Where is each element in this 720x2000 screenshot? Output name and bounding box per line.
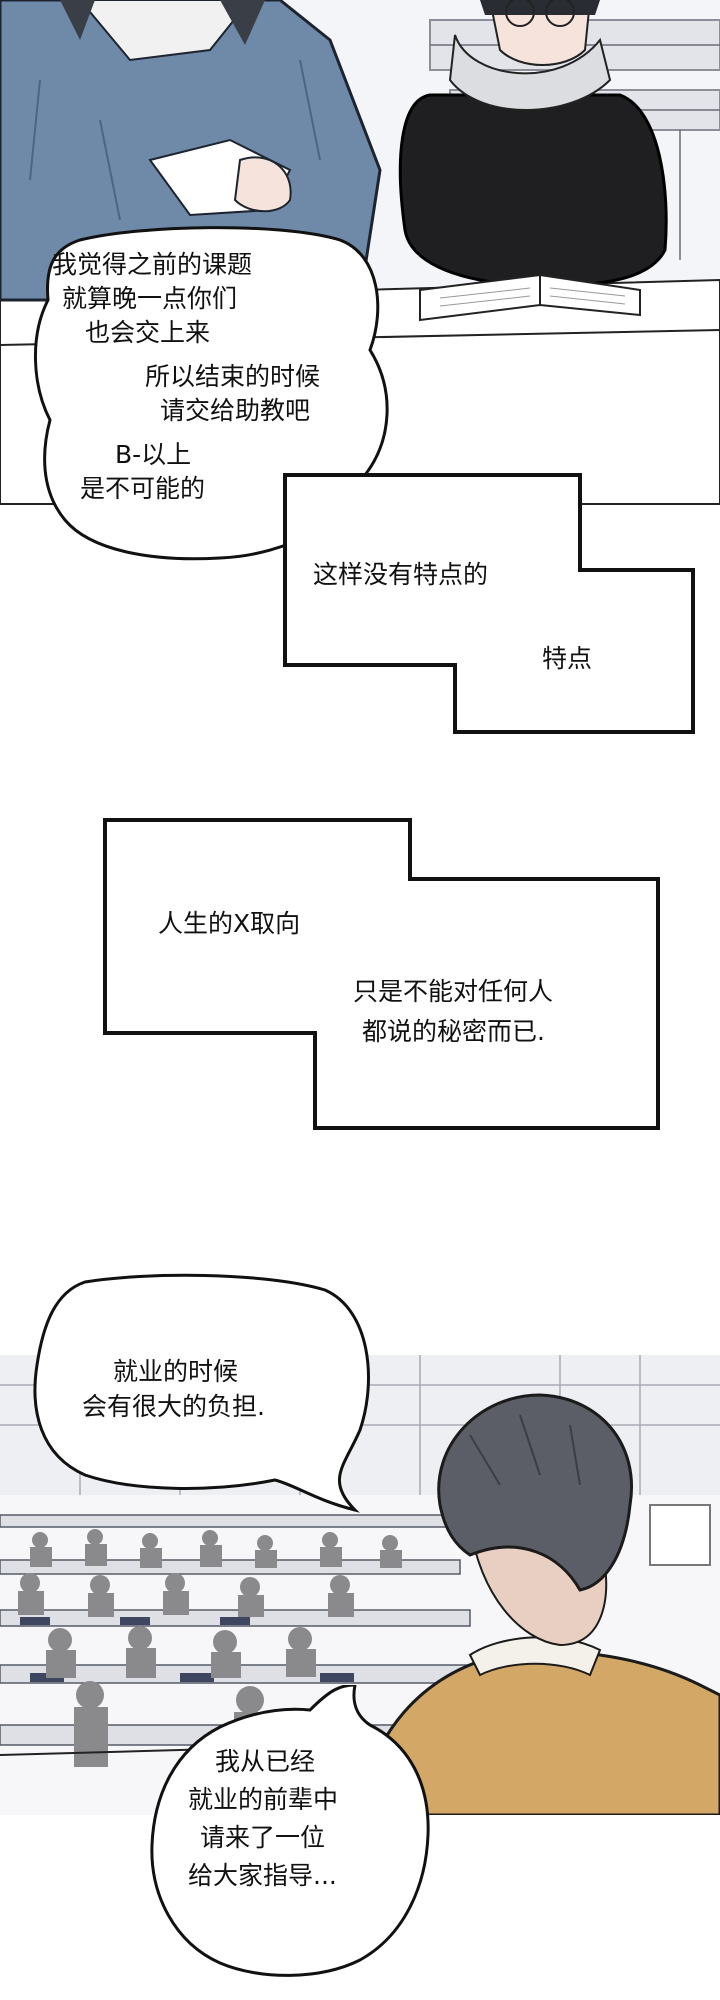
narration-box-two: 人生的X取向 只是不能对任何人 都说的秘密而已. — [100, 815, 665, 1135]
bubble-middle-line-1: 就业的时候 — [113, 1357, 239, 1386]
bubble-top-line-3: 也会交上来 — [85, 318, 211, 347]
bubble-middle-line-2: 会有很大的负担. — [82, 1392, 265, 1421]
bubble-top-line-4: 所以结束的时候 — [145, 362, 321, 391]
box-one-line-1: 这样没有特点的 — [313, 560, 489, 589]
narration-box-one-shape — [283, 473, 695, 734]
bubble-bottom-line-4: 给大家指导... — [188, 1861, 337, 1890]
box-one-line-2: 特点 — [542, 644, 593, 673]
box-two-line-2: 只是不能对任何人 — [353, 977, 554, 1006]
narration-box-one: 这样没有特点的 特点 — [280, 470, 700, 740]
bubble-top-line-5: 请交给助教吧 — [160, 396, 311, 425]
narration-box-two-shape — [103, 818, 660, 1130]
speech-bubble-middle-shape — [33, 1273, 370, 1513]
speech-bubble-bottom-shape — [150, 1685, 430, 1977]
bubble-top-line-7: 是不可能的 — [80, 474, 206, 503]
speech-bubble-middle: 就业的时候 会有很大的负担. — [25, 1270, 380, 1520]
bubble-top-line-2: 就算晚一点你们 — [62, 284, 238, 313]
box-two-line-1: 人生的X取向 — [158, 909, 301, 938]
speech-bubble-bottom: 我从已经 就业的前辈中 请来了一位 给大家指导... — [140, 1685, 440, 1985]
bubble-bottom-line-3: 请来了一位 — [200, 1823, 326, 1852]
box-two-line-3: 都说的秘密而已. — [362, 1017, 545, 1046]
bubble-top-line-6: B-以上 — [115, 440, 192, 469]
bubble-bottom-line-2: 就业的前辈中 — [188, 1785, 339, 1814]
bubble-top-line-1: 我觉得之前的课题 — [52, 250, 253, 279]
bubble-bottom-line-1: 我从已经 — [215, 1747, 316, 1776]
